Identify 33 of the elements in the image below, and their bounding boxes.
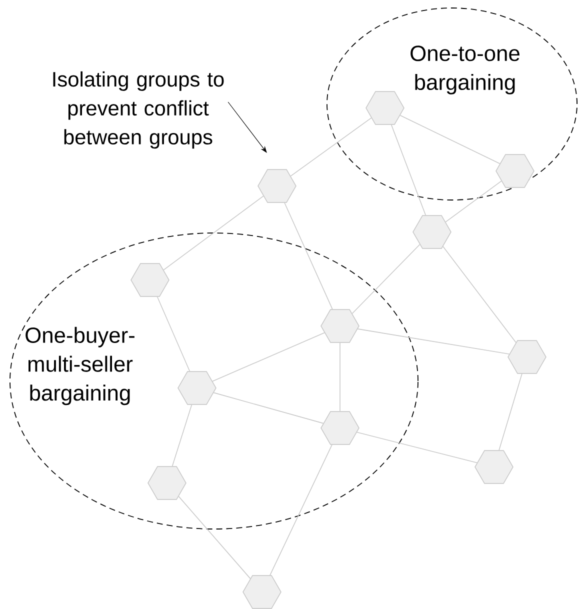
connector-line	[442, 246, 516, 343]
connector-line	[172, 404, 192, 467]
connector-line	[400, 114, 500, 164]
group-label: One-buyer-multi-seller bargaining	[26, 326, 134, 406]
hexagon-node	[508, 340, 546, 374]
connector-line	[356, 432, 478, 464]
hexagon-node	[496, 154, 534, 188]
annotation-text: Isolating groups to prevent conflict between groups	[53, 71, 224, 149]
connector-line	[445, 180, 502, 222]
hexagon-node	[320, 411, 360, 445]
hexagon-node	[242, 575, 282, 609]
connector-line	[352, 244, 420, 314]
connector-line	[270, 444, 332, 576]
hexagon-node	[148, 466, 186, 500]
hexagon-node	[178, 371, 216, 405]
connector-line	[212, 332, 325, 382]
hexagon-node	[130, 263, 170, 297]
hexagon-node	[258, 169, 296, 203]
connector-line	[357, 328, 510, 354]
leader-arrow	[228, 102, 267, 153]
connector-line	[390, 124, 426, 216]
connector-line	[163, 196, 264, 270]
connector-line	[213, 392, 324, 424]
connector-line	[178, 496, 251, 579]
hexagon-node	[412, 215, 452, 249]
group-label: One-to-one bargaining	[410, 46, 520, 94]
connector-line	[284, 202, 333, 310]
connector-line	[156, 296, 190, 372]
connector-line	[498, 373, 522, 451]
hexagon-node	[320, 309, 360, 343]
hexagon-node	[366, 91, 404, 125]
connector-line	[290, 118, 372, 176]
hexagon-node	[474, 450, 514, 484]
